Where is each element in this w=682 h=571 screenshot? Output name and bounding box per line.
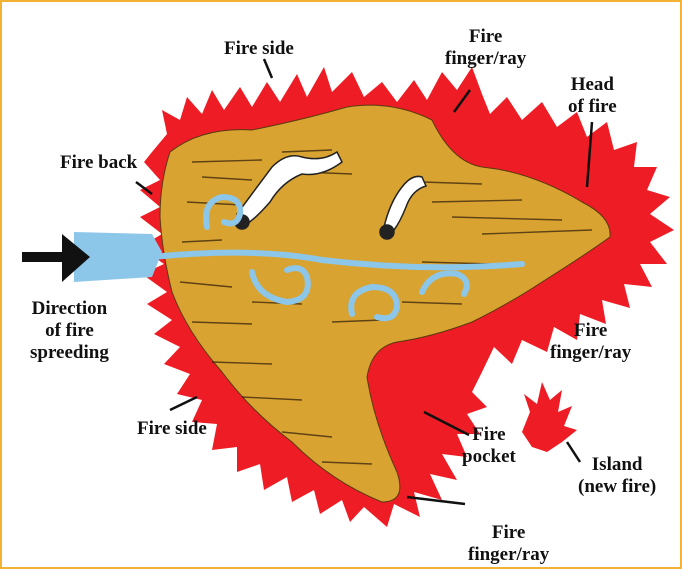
label-fire-finger-bottom-line2: finger/ray <box>468 544 549 566</box>
label-head-line1: Head <box>568 74 617 96</box>
label-fire-finger-bottom-line1: Fire <box>468 522 549 544</box>
label-fire-finger-right-line1: Fire <box>550 320 631 342</box>
label-head-line2: of fire <box>568 96 617 118</box>
label-island-line1: Island <box>578 454 656 476</box>
label-direction-line1: Direction <box>30 298 109 320</box>
label-direction-line2: of fire <box>30 320 109 342</box>
label-fire-finger-top-line1: Fire <box>445 26 526 48</box>
label-island-line2: (new fire) <box>578 476 656 498</box>
label-fire-finger-right-line2: finger/ray <box>550 342 631 364</box>
label-island: Island (new fire) <box>578 454 656 498</box>
label-fire-finger-top: Fire finger/ray <box>445 26 526 70</box>
island-fire <box>522 382 577 452</box>
label-fire-back: Fire back <box>60 152 137 174</box>
label-direction-line3: spreeding <box>30 342 109 364</box>
label-fire-finger-bottom: Fire finger/ray <box>468 522 549 566</box>
label-fire-finger-right: Fire finger/ray <box>550 320 631 364</box>
label-fire-finger-top-line2: finger/ray <box>445 48 526 70</box>
label-head-of-fire: Head of fire <box>568 74 617 118</box>
label-fire-pocket: Fire pocket <box>462 424 516 468</box>
label-fire-pocket-line1: Fire <box>462 424 516 446</box>
label-direction: Direction of fire spreeding <box>30 298 109 364</box>
label-fire-pocket-line2: pocket <box>462 446 516 468</box>
label-fire-side-bottom: Fire side <box>137 418 207 440</box>
label-fire-side-top: Fire side <box>224 38 294 60</box>
